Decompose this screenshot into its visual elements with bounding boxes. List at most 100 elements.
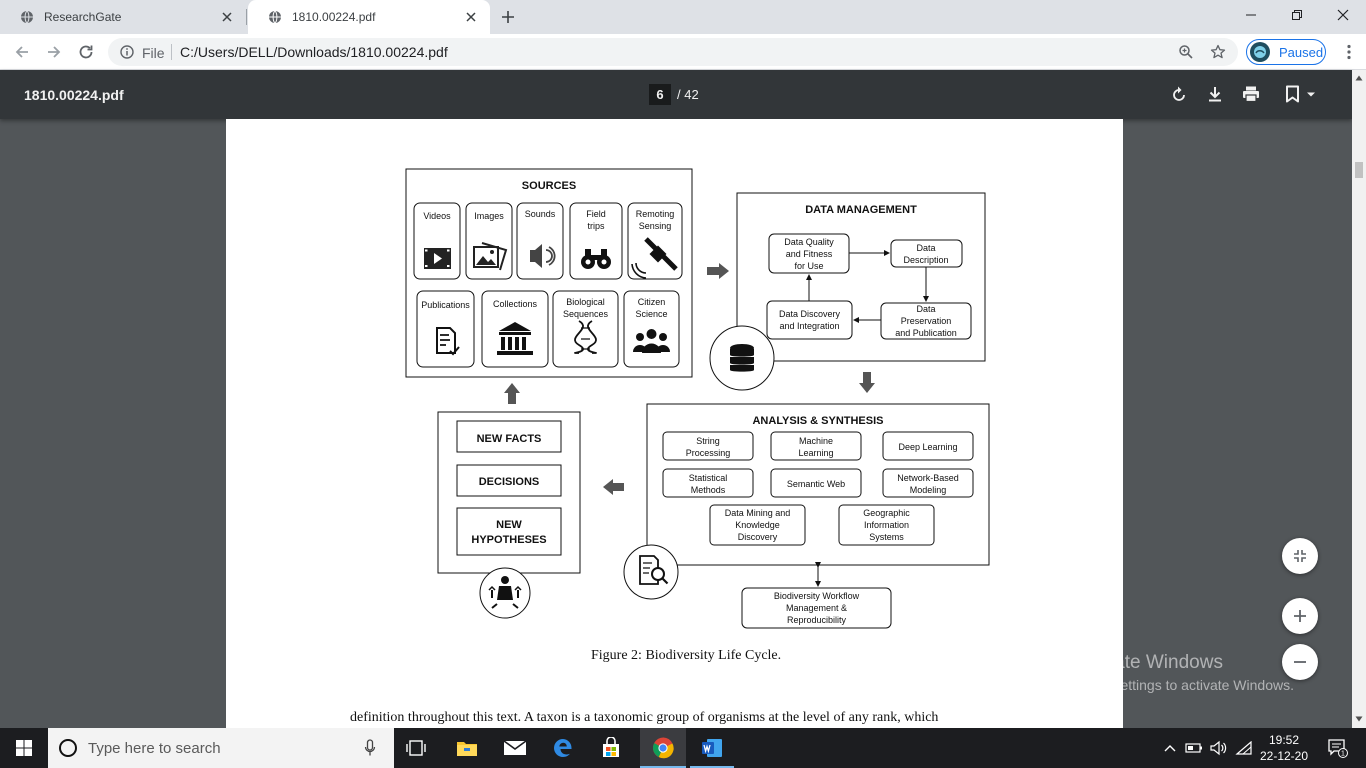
tab-pdf[interactable]: 1810.00224.pdf [248, 0, 490, 34]
new-facts-label: NEW FACTS [477, 433, 542, 445]
tab-strip: ResearchGate 1810.00224.pdf [0, 0, 1366, 34]
workflow-label: Biodiversity Workflow [774, 591, 860, 601]
back-icon[interactable] [12, 42, 32, 62]
forward-icon[interactable] [44, 42, 64, 62]
word-button[interactable] [690, 728, 734, 768]
task-view-icon [406, 740, 426, 756]
tab-researchgate[interactable]: ResearchGate [0, 0, 246, 34]
data-management-title: DATA MANAGEMENT [805, 204, 917, 216]
dm-label: Data [916, 304, 935, 314]
edge-icon [554, 739, 572, 757]
video-icon [424, 248, 451, 269]
bookmark-icon[interactable] [1283, 84, 1319, 104]
avatar [1250, 42, 1270, 62]
reload-icon[interactable] [76, 42, 96, 62]
vertical-scrollbar[interactable] [1352, 70, 1366, 728]
print-icon[interactable] [1241, 84, 1261, 104]
method-label: Network-Based [897, 473, 959, 483]
download-icon[interactable] [1205, 84, 1225, 104]
scroll-up-icon[interactable] [1355, 75, 1363, 81]
source-label: Sounds [525, 209, 556, 219]
chevron-up-icon [1164, 745, 1176, 752]
file-explorer-button[interactable] [446, 728, 488, 768]
globe-icon [21, 10, 33, 24]
up-arrow [504, 383, 520, 404]
close-icon[interactable] [464, 10, 478, 24]
speaker-icon [530, 244, 556, 268]
battery-button[interactable] [1184, 728, 1204, 768]
dm-label: Data Discovery [779, 309, 841, 319]
zoom-icon[interactable] [1178, 44, 1194, 60]
chrome-icon [653, 737, 674, 759]
profile-button[interactable]: Paused [1246, 39, 1326, 65]
address-bar[interactable]: File C:/Users/DELL/Downloads/1810.00224.… [108, 38, 1238, 66]
scrollbar-thumb[interactable] [1355, 162, 1363, 178]
restore-button[interactable] [1274, 0, 1320, 30]
kebab-icon[interactable] [1340, 43, 1358, 61]
method-label: Processing [686, 448, 731, 458]
word-icon [702, 739, 722, 757]
network-button[interactable] [1234, 728, 1254, 768]
tray-overflow-button[interactable] [1160, 728, 1180, 768]
people-icon [633, 329, 670, 353]
dm-discovery [766, 300, 853, 340]
down-arrow [859, 372, 875, 393]
dm-preservation [880, 302, 972, 340]
dm-label: for Use [794, 261, 823, 271]
source-label: Biological [566, 297, 605, 307]
close-icon[interactable] [220, 10, 234, 24]
method-label: Information [864, 520, 909, 530]
close-window-button[interactable] [1320, 0, 1366, 30]
taskbar: Type here to search 19:52 22-12-20 1 [0, 728, 1366, 768]
method-label: Methods [691, 485, 726, 495]
page-number-input[interactable]: 6 [649, 84, 671, 105]
mic-icon[interactable] [364, 739, 376, 757]
minimize-button[interactable] [1228, 0, 1274, 30]
zoom-out-button[interactable] [1282, 644, 1318, 680]
fit-page-button[interactable] [1282, 538, 1318, 574]
method-string-processing [662, 431, 754, 461]
decision-maker-icon [479, 567, 531, 619]
method-label: Discovery [738, 532, 778, 542]
source-videos [413, 202, 461, 280]
star-icon[interactable] [1210, 44, 1226, 60]
method-label: Deep Learning [898, 442, 957, 452]
store-button[interactable] [590, 728, 632, 768]
start-button[interactable] [0, 728, 48, 768]
close-icon [1337, 9, 1349, 21]
new-facts-box [456, 420, 562, 453]
source-field-trips [569, 202, 623, 280]
mail-button[interactable] [494, 728, 536, 768]
browser-toolbar: File C:/Users/DELL/Downloads/1810.00224.… [0, 34, 1366, 70]
plus-icon[interactable] [500, 9, 516, 25]
activate-windows-title: Activate Windows [1073, 652, 1223, 673]
chrome-button[interactable] [640, 728, 686, 768]
source-images [465, 202, 513, 280]
museum-icon [497, 322, 533, 355]
scroll-down-icon[interactable] [1355, 716, 1363, 722]
source-biological-sequences [552, 290, 619, 368]
dm-flow-arrows [806, 250, 929, 323]
workflow-box [741, 587, 892, 629]
task-view-button[interactable] [396, 728, 436, 768]
method-data-mining [709, 504, 806, 546]
method-label: Machine [799, 436, 833, 446]
url-text[interactable]: C:/Users/DELL/Downloads/1810.00224.pdf [180, 44, 448, 60]
scheme-label: File [142, 45, 165, 61]
battery-icon [1185, 743, 1202, 753]
images-icon [473, 242, 508, 271]
dm-label: and Publication [895, 328, 957, 338]
volume-button[interactable] [1208, 728, 1228, 768]
source-remoting-sensing [627, 202, 683, 280]
notifications-button[interactable]: 1 [1318, 728, 1358, 768]
system-clock[interactable]: 19:52 22-12-20 [1256, 732, 1312, 764]
zoom-in-button[interactable] [1282, 598, 1318, 634]
rotate-icon[interactable] [1169, 84, 1189, 104]
search-icon [59, 739, 77, 757]
source-citizen-science [623, 290, 680, 368]
edge-button[interactable] [542, 728, 584, 768]
method-statistical-methods [662, 468, 754, 498]
body-text[interactable]: definition throughout this text. A taxon… [350, 710, 939, 725]
info-icon[interactable] [120, 45, 134, 59]
taskbar-search[interactable]: Type here to search [48, 728, 394, 768]
